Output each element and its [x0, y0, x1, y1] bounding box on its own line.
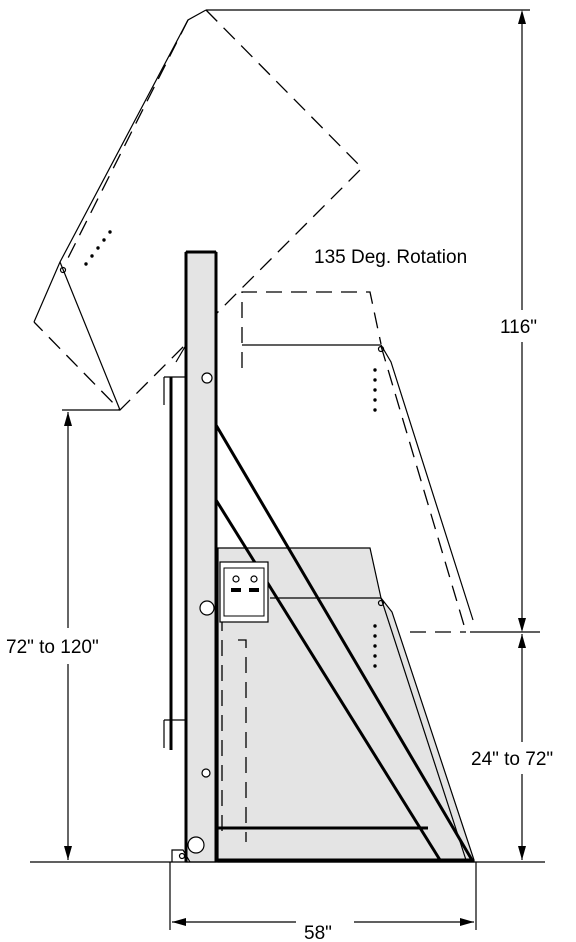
- base-width-arrow-right: [460, 918, 474, 926]
- raised-hopper-dashed-front: [380, 345, 467, 633]
- mast-bolt-upper: [201, 372, 213, 384]
- raised-hopper-pivot: [377, 345, 385, 353]
- lift-height-label: 72" to 120": [6, 637, 99, 658]
- control-button-right: [250, 575, 258, 583]
- mast-top-bracket: [175, 344, 187, 363]
- raised-hopper: [241, 291, 474, 633]
- overall-height-label: 116": [500, 317, 537, 338]
- overall-height-arrow-bottom: [518, 618, 526, 632]
- brace-frame: [214, 424, 474, 862]
- mast-foot-pin: [178, 852, 186, 860]
- raised-hopper-top-outline: [241, 291, 382, 368]
- raised-hopper-top-solid: [242, 344, 474, 621]
- control-switch-right: [249, 588, 259, 592]
- dimension-overall-height: 116": [206, 9, 540, 633]
- base-height-arrow-top: [518, 634, 526, 648]
- rotated-hopper-solid-edge: [33, 9, 207, 323]
- control-switch-left: [231, 588, 241, 592]
- lift-height-arrow-top: [64, 412, 72, 426]
- base-height-label: 24" to 72": [471, 749, 553, 770]
- mast-column: [185, 251, 217, 863]
- rotation-label: 135 Deg. Rotation: [314, 247, 467, 268]
- lowered-hopper-dots: [373, 624, 377, 668]
- diagonal-brace-inner: [214, 499, 442, 861]
- diagonal-brace-outer: [214, 424, 474, 861]
- rotated-hopper-pivot: [59, 266, 67, 274]
- base-width-arrow-left: [172, 918, 186, 926]
- lowered-hopper-dashed-inner: [238, 639, 247, 842]
- overall-height-arrow-top: [518, 10, 526, 24]
- control-box: [219, 561, 269, 623]
- lowered-hopper-pivot: [377, 599, 385, 607]
- mast-bolt-lower: [201, 768, 211, 778]
- control-button-left: [232, 575, 240, 583]
- mast-bolt-middle: [199, 600, 215, 616]
- rotated-hopper-front-edge: [59, 261, 121, 411]
- vertical-mast: [163, 250, 218, 863]
- rotated-hopper: [33, 9, 363, 411]
- base-width-label: 58": [304, 923, 332, 942]
- raised-hopper-dots: [373, 368, 377, 412]
- mast-foot: [171, 849, 191, 863]
- lowered-hopper: [217, 547, 475, 863]
- dimension-base-width: 58": [169, 862, 477, 942]
- control-box-panel: [223, 567, 265, 617]
- base-height-arrow-bottom: [518, 846, 526, 860]
- rotated-hopper-dashed-outline: [33, 9, 363, 411]
- control-box-housing: [219, 561, 269, 623]
- lift-height-arrow-bottom: [64, 846, 72, 860]
- rotated-hopper-dots: [84, 230, 112, 266]
- mast-base-roller: [187, 836, 205, 854]
- rotated-hopper-inner-dash: [65, 19, 189, 263]
- lowered-hopper-inner-edge: [380, 597, 467, 861]
- dimension-lift-height: 72" to 120": [6, 409, 120, 860]
- dimension-base-height: 24" to 72": [471, 634, 553, 860]
